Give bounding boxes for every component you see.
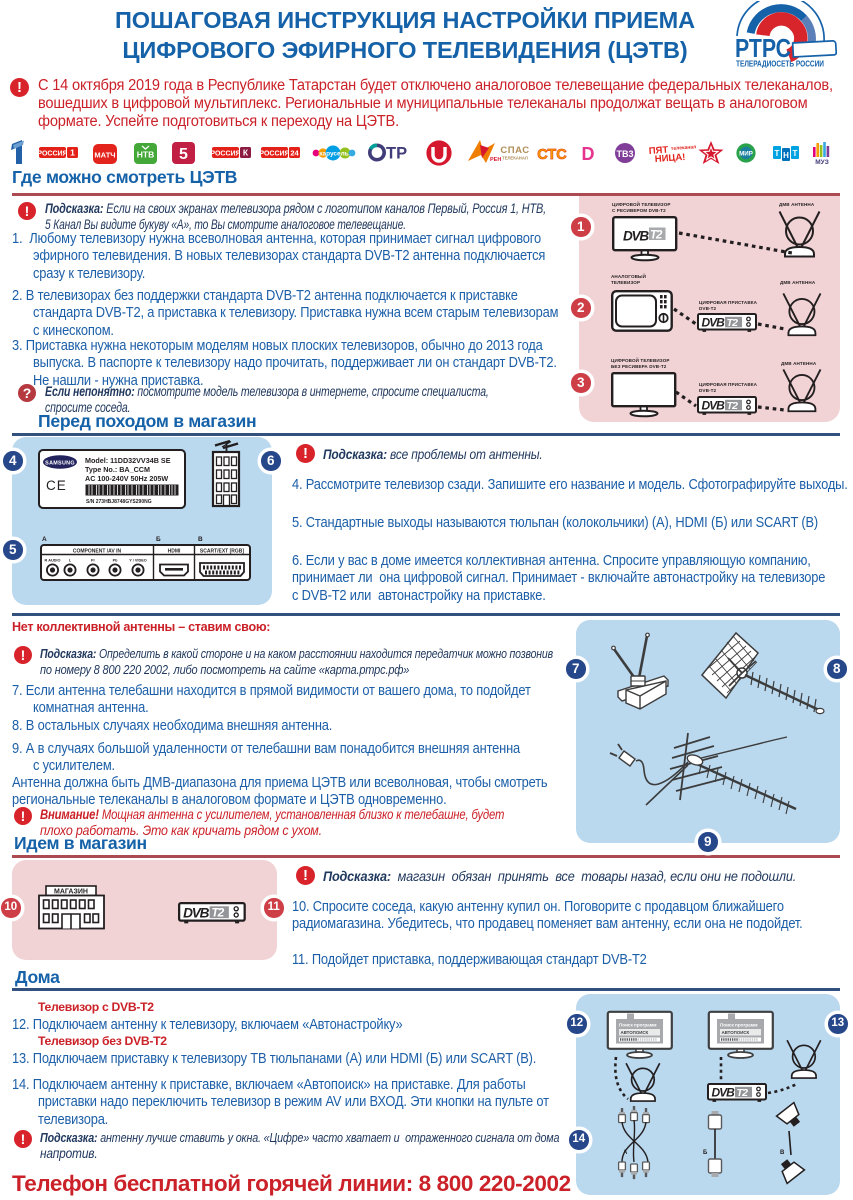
svg-text:А: А bbox=[623, 1150, 628, 1156]
svg-text:РОССИЯ: РОССИЯ bbox=[210, 151, 240, 158]
svg-text:COMPONENT /AV IN: COMPONENT /AV IN bbox=[73, 549, 122, 555]
svg-text:МИР: МИР bbox=[739, 151, 753, 158]
svg-text:24: 24 bbox=[290, 149, 299, 158]
svg-text:ТЕЛЕКАНАЛ: ТЕЛЕКАНАЛ bbox=[502, 156, 528, 161]
svg-text:В: В bbox=[780, 1150, 785, 1156]
svg-text:SAMSUNG: SAMSUNG bbox=[45, 460, 75, 466]
svg-text:А: А bbox=[42, 536, 47, 543]
svg-text:D: D bbox=[582, 144, 595, 164]
svg-text:ЦИФРОВОЙ ТЕЛЕВИЗОР: ЦИФРОВОЙ ТЕЛЕВИЗОР bbox=[612, 200, 671, 207]
svg-text:ДМВ АНТЕННА: ДМВ АНТЕННА bbox=[781, 361, 817, 366]
svg-text:Pr: Pr bbox=[91, 559, 96, 563]
svg-text:DVB-T2: DVB-T2 bbox=[699, 306, 717, 311]
svg-text:РОССИЯ: РОССИЯ bbox=[259, 151, 289, 158]
svg-text:SCART/EXT [RGB]: SCART/EXT [RGB] bbox=[200, 549, 245, 555]
svg-text:АНАЛОГОВЫЙ: АНАЛОГОВЫЙ bbox=[611, 272, 646, 279]
svg-text:ЦИФРОВАЯ ПРИСТАВКА: ЦИФРОВАЯ ПРИСТАВКА bbox=[699, 300, 758, 305]
svg-text:CE: CE bbox=[46, 478, 67, 493]
svg-text:ДМВ АНТЕННА: ДМВ АНТЕННА bbox=[779, 202, 815, 207]
svg-text:AC 100-240V 50Hz 205W: AC 100-240V 50Hz 205W bbox=[85, 474, 168, 483]
svg-text:ЦИФРОВОЙ ТЕЛЕВИЗОР: ЦИФРОВОЙ ТЕЛЕВИЗОР bbox=[611, 356, 670, 363]
svg-text:С РЕСИВЕРОМ DVB-T2: С РЕСИВЕРОМ DVB-T2 bbox=[612, 208, 666, 213]
svg-text:БЕЗ РЕСИВЕРА DVB-T2: БЕЗ РЕСИВЕРА DVB-T2 bbox=[611, 364, 667, 369]
svg-text:МАТЧ: МАТЧ bbox=[94, 151, 115, 160]
svg-text:РЕН: РЕН bbox=[490, 157, 501, 163]
svg-text:5: 5 bbox=[179, 146, 188, 163]
svg-text:телеканал: телеканал bbox=[671, 144, 697, 152]
svg-text:ТВ3: ТВ3 bbox=[616, 149, 633, 159]
svg-text:РТРС: РТРС bbox=[735, 33, 791, 63]
svg-text:СТС: СТС bbox=[537, 147, 567, 163]
svg-text:Pb: Pb bbox=[113, 559, 119, 563]
svg-text:ТР: ТР bbox=[386, 145, 407, 163]
svg-text:Type No.: BA_CCM: Type No.: BA_CCM bbox=[85, 465, 150, 474]
svg-text:РОССИЯ: РОССИЯ bbox=[37, 151, 67, 158]
svg-text:Н: Н bbox=[783, 151, 789, 160]
svg-text:ТЕЛЕРАДИОСЕТЬ РОССИИ: ТЕЛЕРАДИОСЕТЬ РОССИИ bbox=[736, 59, 824, 69]
svg-text:L: L bbox=[69, 559, 72, 563]
svg-text:DVB: DVB bbox=[712, 1086, 736, 1100]
svg-text:T2: T2 bbox=[737, 1087, 749, 1099]
svg-text:ПЯТ: ПЯТ bbox=[648, 145, 668, 157]
svg-text:Б: Б bbox=[156, 536, 161, 543]
svg-text:DVB: DVB bbox=[183, 905, 210, 920]
svg-text:1: 1 bbox=[70, 148, 75, 158]
svg-text:ЦИФРОВАЯ ПРИСТАВКА: ЦИФРОВАЯ ПРИСТАВКА bbox=[699, 382, 758, 387]
svg-text:Т: Т bbox=[793, 149, 798, 158]
svg-text:T2: T2 bbox=[211, 906, 224, 920]
svg-text:S/N 273HBJ8748GYS290NG: S/N 273HBJ8748GYS290NG bbox=[86, 499, 152, 505]
svg-text:HDMI: HDMI bbox=[168, 549, 181, 555]
svg-text:ДМВ АНТЕННА: ДМВ АНТЕННА bbox=[780, 280, 816, 285]
svg-text:Т: Т bbox=[775, 149, 780, 158]
svg-text:Y / VIDEO: Y / VIDEO bbox=[129, 559, 146, 563]
svg-text:СПАС: СПАС bbox=[500, 145, 529, 156]
svg-text:R AUDIO: R AUDIO bbox=[45, 559, 61, 563]
svg-text:МАГАЗИН: МАГАЗИН bbox=[54, 889, 88, 896]
svg-text:НТВ: НТВ bbox=[137, 150, 154, 160]
svg-text:МУЗ: МУЗ bbox=[815, 159, 829, 166]
svg-text:DVB-T2: DVB-T2 bbox=[699, 388, 717, 393]
svg-text:НИЦА!: НИЦА! bbox=[654, 152, 685, 165]
svg-text:Model: 11DD32VV34B SE: Model: 11DD32VV34B SE bbox=[85, 456, 171, 465]
svg-text:В: В bbox=[198, 536, 203, 543]
svg-text:ТЕЛЕВИЗОР: ТЕЛЕВИЗОР bbox=[611, 280, 640, 285]
svg-text:К: К bbox=[243, 148, 249, 158]
svg-text:карусель: карусель bbox=[319, 151, 349, 158]
svg-text:Б: Б bbox=[703, 1150, 708, 1156]
